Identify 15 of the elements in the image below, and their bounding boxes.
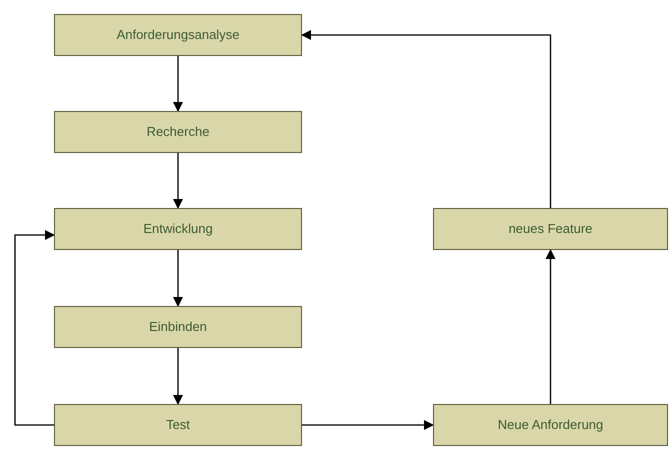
arrow: [301, 30, 552, 208]
process-box: Neue Anforderung: [433, 404, 668, 446]
process-box: Einbinden: [54, 306, 302, 348]
process-box: Anforderungsanalyse: [54, 14, 302, 56]
process-box: Recherche: [54, 111, 302, 153]
arrow: [173, 153, 183, 209]
process-box: neues Feature: [433, 208, 668, 250]
process-box: Entwicklung: [54, 208, 302, 250]
process-box: Test: [54, 404, 302, 446]
arrow: [14, 230, 55, 426]
arrow: [173, 250, 183, 307]
arrow: [173, 56, 183, 112]
arrow: [173, 348, 183, 405]
arrow: [546, 249, 556, 404]
arrow: [302, 420, 434, 430]
